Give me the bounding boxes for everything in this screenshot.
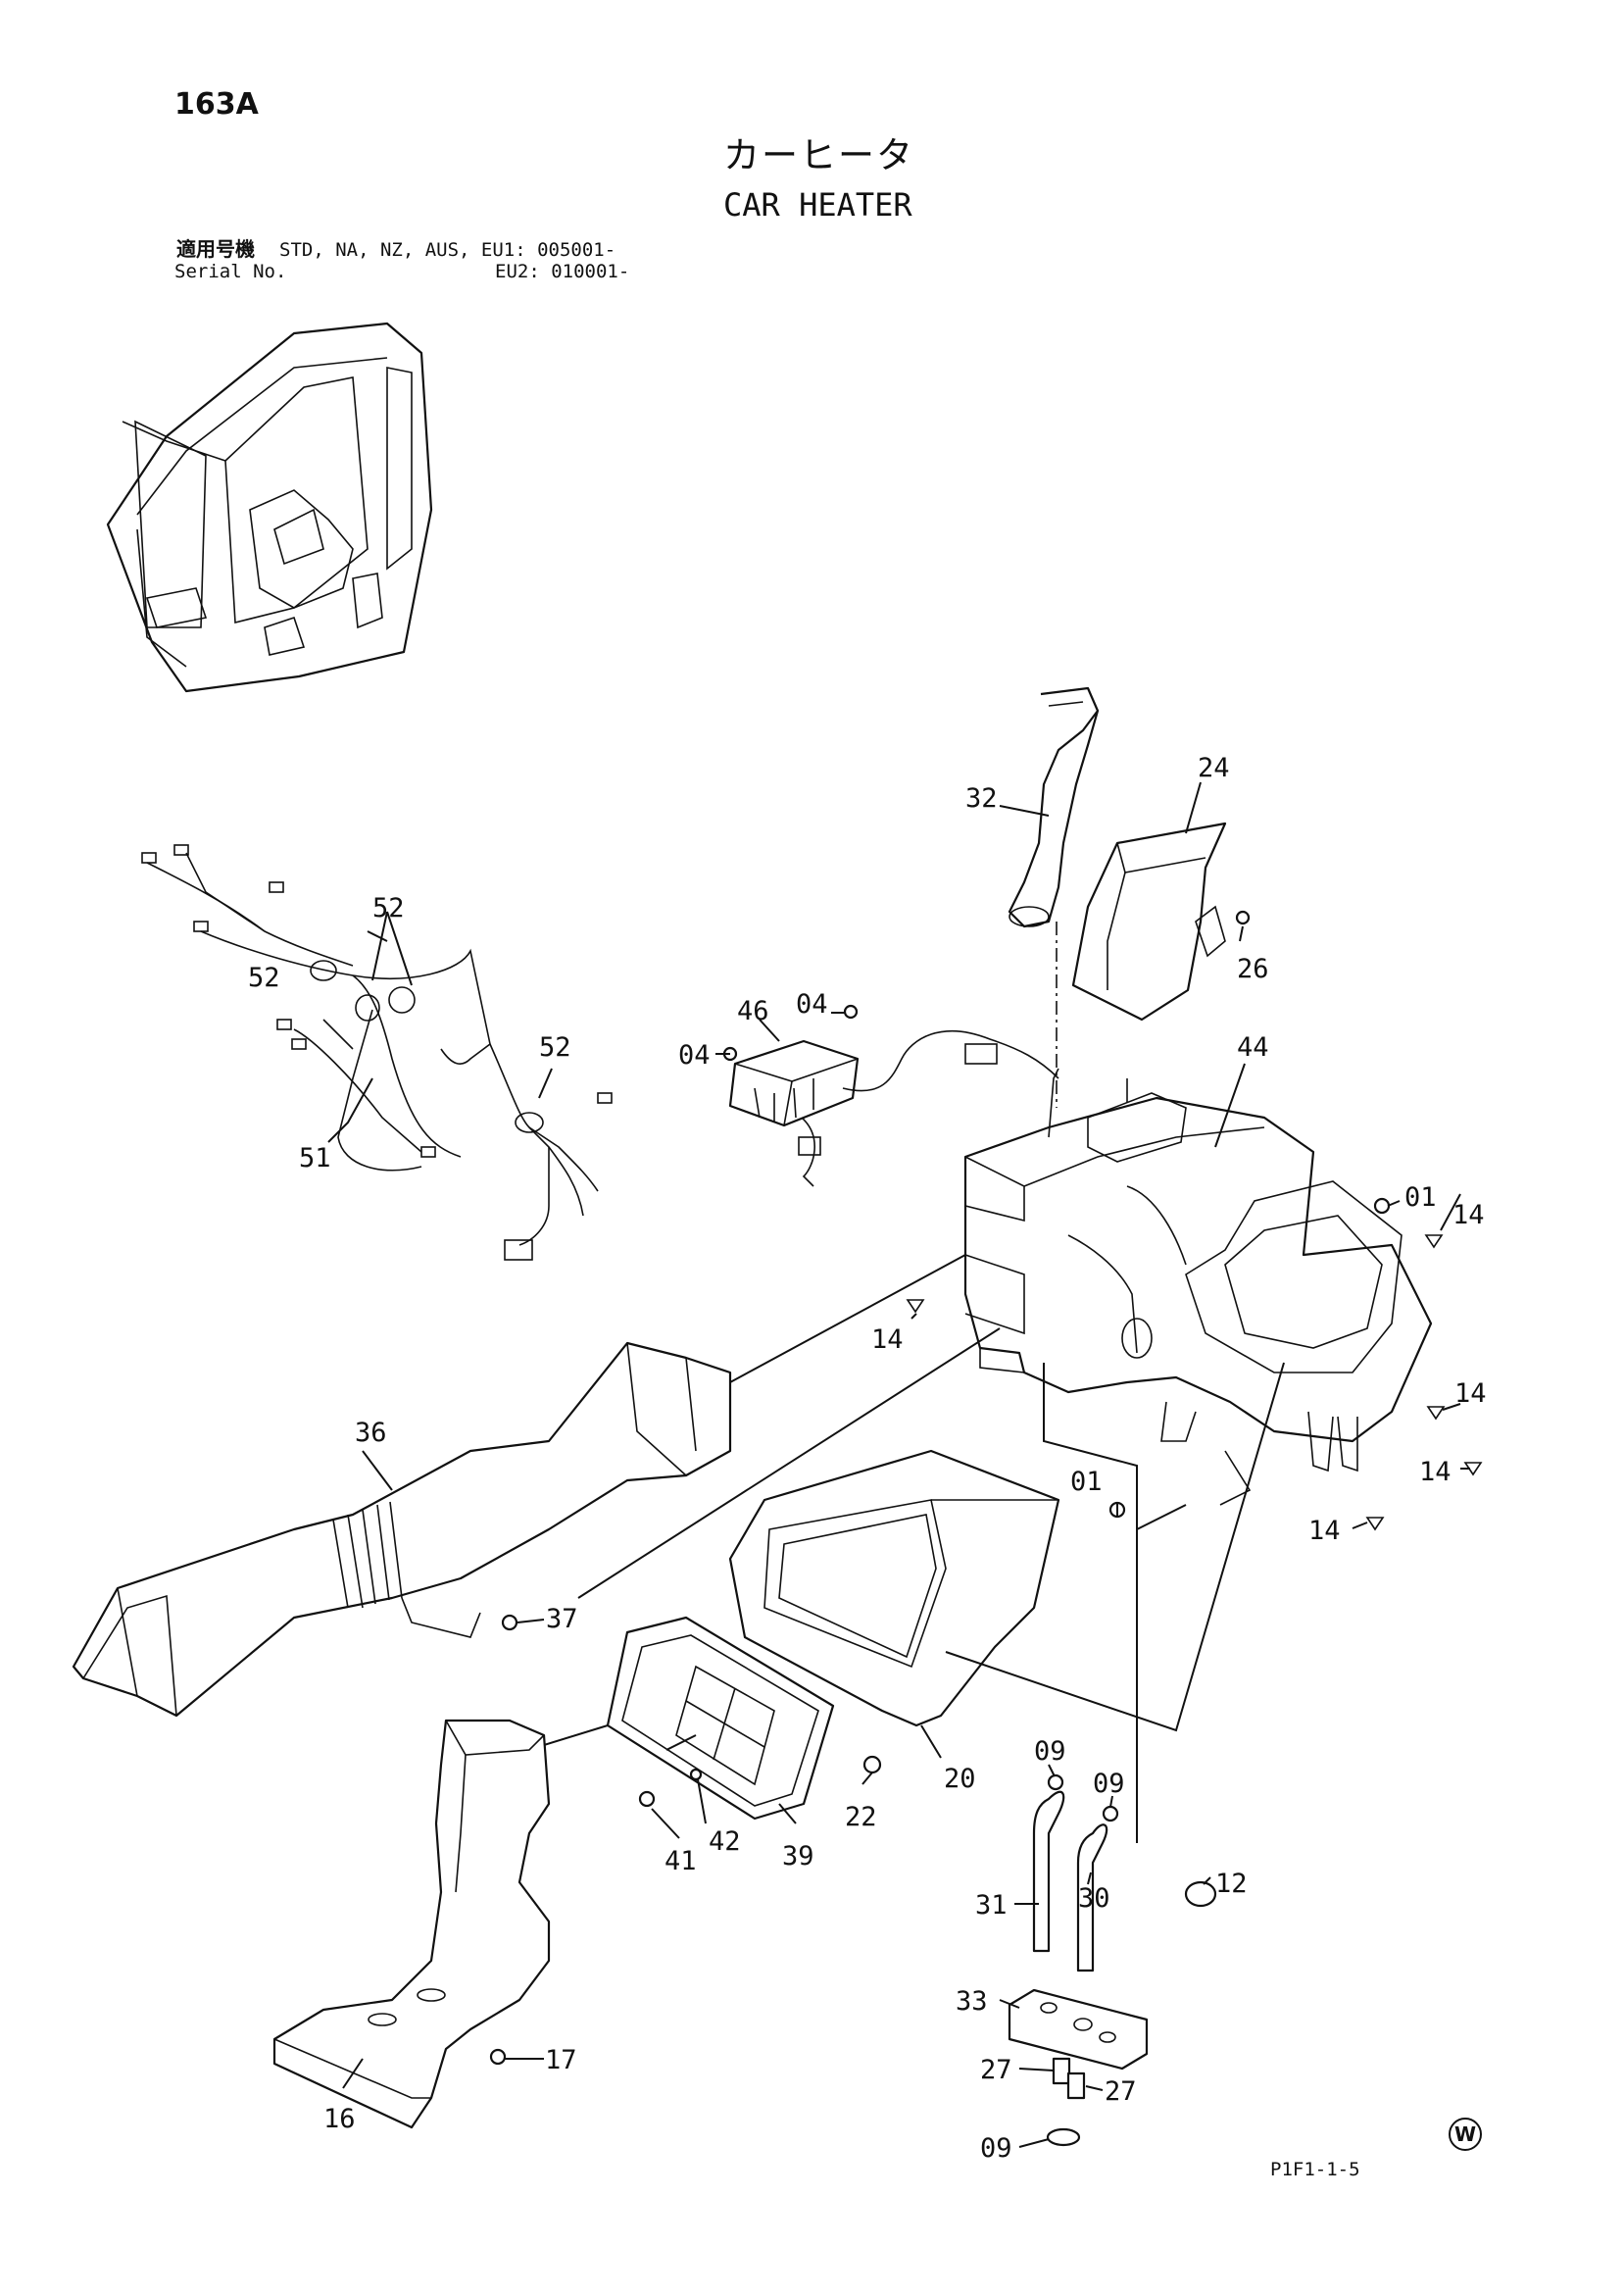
callout-46: 46 [737, 996, 769, 1026]
callout-24: 24 [1198, 753, 1230, 783]
duct-36 [72, 1341, 732, 1718]
callout-20: 20 [944, 1764, 976, 1794]
title-japanese: カーヒータ [723, 134, 914, 176]
cab-overview-drawing [106, 322, 433, 693]
callout-09-upper-left: 09 [1034, 1736, 1066, 1767]
callout-31: 31 [975, 1890, 1008, 1921]
callout-44: 44 [1237, 1032, 1269, 1063]
callout-51: 51 [299, 1143, 331, 1173]
callout-09-upper-right: 09 [1093, 1769, 1125, 1799]
leader-lines [327, 781, 1470, 2148]
serial-range-line2: EU2: 010001- [495, 261, 630, 282]
duct-24 [1071, 822, 1227, 1022]
callout-52-top: 52 [372, 893, 405, 923]
callout-30: 30 [1078, 1883, 1110, 1914]
serial-label-japanese: 適用号機 [176, 237, 255, 261]
page-number: 163A [174, 87, 259, 122]
filter-box-20 [728, 1449, 1060, 1727]
callout-04-lower: 04 [678, 1040, 711, 1071]
plate-code: P1F1-1-5 [1270, 2159, 1360, 2180]
callout-14-upper-right: 14 [1452, 1200, 1485, 1230]
title-english: CAR HEATER [723, 186, 912, 224]
callout-41: 41 [664, 1846, 697, 1876]
callout-01-upper: 01 [1404, 1182, 1437, 1213]
callout-42: 42 [709, 1826, 741, 1857]
duct-16 [272, 1719, 551, 2129]
callout-33: 33 [956, 1986, 988, 2017]
serial-label-english: Serial No. [174, 261, 287, 282]
heater-unit-44 [963, 1068, 1433, 1506]
callout-37: 37 [546, 1604, 578, 1634]
callout-16: 16 [323, 2104, 356, 2134]
callout-32: 32 [965, 783, 998, 814]
callout-14-right-c: 14 [1308, 1516, 1341, 1546]
callout-39: 39 [782, 1841, 814, 1872]
harness-51 [141, 844, 613, 1261]
callout-26: 26 [1237, 954, 1269, 984]
callout-14-center: 14 [871, 1324, 904, 1355]
callout-27-right: 27 [1105, 2076, 1137, 2107]
callout-22: 22 [845, 1802, 877, 1832]
callout-14-right-a: 14 [1454, 1378, 1487, 1409]
controller-46 [728, 1029, 1059, 1187]
callout-14-right-b: 14 [1419, 1457, 1452, 1487]
callout-17: 17 [545, 2045, 577, 2075]
callout-12: 12 [1215, 1869, 1248, 1899]
callout-01-lower: 01 [1070, 1467, 1103, 1497]
serial-range-line1: STD, NA, NZ, AUS, EU1: 005001- [279, 239, 616, 261]
callout-52-left: 52 [248, 963, 280, 993]
hoses-30-31 [1008, 1790, 1217, 2147]
callout-52-right: 52 [539, 1032, 571, 1063]
callout-36: 36 [355, 1418, 387, 1448]
callout-09-bottom: 09 [980, 2133, 1012, 2164]
duct-32 [1008, 686, 1100, 1108]
callout-04-upper: 04 [796, 989, 828, 1020]
callout-27-left: 27 [980, 2055, 1012, 2085]
assembly-lines [543, 1254, 1285, 1843]
callout-numbers: 32 24 26 52 52 52 51 46 04 04 44 01 14 1… [248, 753, 1487, 2164]
w-mark: W [1449, 2118, 1482, 2151]
